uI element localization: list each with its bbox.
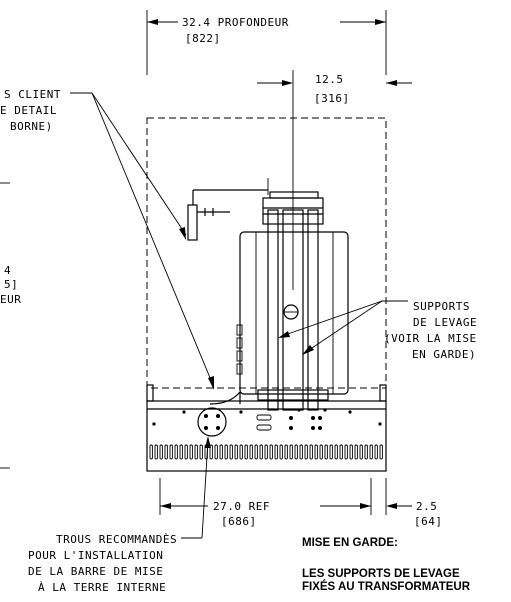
warning-note: MISE EN GARDE: LES SUPPORTS DE LEVAGE FI…	[302, 537, 471, 593]
vent-slot	[244, 444, 248, 460]
vent-slot	[349, 444, 353, 460]
vent-slot	[174, 444, 178, 460]
vent-slot	[329, 444, 333, 460]
vent-slot	[334, 444, 338, 460]
depth-dimension: 32.4 PROFONDEUR [822]	[146, 10, 387, 75]
center-offset-mm: [316]	[314, 92, 350, 105]
vent-slot	[224, 444, 228, 460]
base-width-dimension: 27.0 REF [686]	[159, 478, 372, 528]
vent-slot	[324, 444, 328, 460]
vent-slot	[234, 444, 238, 460]
vent-slot	[184, 444, 188, 460]
vent-slot	[259, 444, 263, 460]
depth-mm: [822]	[185, 32, 221, 45]
ground-holes-line-3: DE LA BARRE DE MISE	[28, 565, 163, 578]
lifting-line-1: SUPPORTS	[413, 300, 470, 313]
vent-slot	[194, 444, 198, 460]
vent-slot	[354, 444, 358, 460]
client-terminal-line-3: BORNE)	[10, 120, 53, 133]
enclosure-outline	[146, 117, 387, 389]
vent-slot	[309, 444, 313, 460]
vent-slot	[359, 444, 363, 460]
vent-slot	[249, 444, 253, 460]
center-offset-label: 12.5	[315, 73, 344, 86]
vent-slot	[214, 444, 218, 460]
vent-slot	[199, 444, 203, 460]
ground-holes-line-1: TROUS RECOMMANDÈS	[56, 533, 177, 546]
vent-slot	[364, 444, 368, 460]
warning-line-1: LES SUPPORTS DE LEVAGE	[302, 568, 460, 580]
vent-slot	[374, 444, 378, 460]
vent-slot	[289, 444, 293, 460]
client-terminal-callout: S CLIENT E DETAIL BORNE)	[0, 88, 214, 390]
vent-slot	[264, 444, 268, 460]
vent-slot	[159, 444, 163, 460]
edge-offset-mm: [64]	[414, 515, 443, 528]
depth-label: 32.4 PROFONDEUR	[182, 16, 289, 29]
transformer-base	[146, 384, 387, 472]
left-partial-3: EUR	[0, 293, 21, 306]
ground-hole-plate	[197, 407, 227, 437]
vent-slot	[229, 444, 233, 460]
vent-slot	[274, 444, 278, 460]
edge-offset-label: 2.5	[416, 500, 437, 513]
vent-slot	[154, 444, 158, 460]
warning-line-2: FIXÉS AU TRANSFORMATEUR	[302, 580, 471, 593]
base-width-mm: [686]	[221, 515, 257, 528]
vent-slot	[319, 444, 323, 460]
client-terminal-line-2: E DETAIL	[0, 104, 57, 117]
left-partial-1: 4	[4, 264, 11, 277]
lifting-supports-callout: SUPPORTS DE LEVAGE (VOIR LA MISE EN GARD…	[278, 300, 477, 361]
vent-slot	[149, 444, 153, 460]
base-width-label: 27.0 REF	[213, 500, 270, 513]
vent-slot	[379, 444, 383, 460]
lifting-line-2: DE LEVAGE	[413, 316, 477, 329]
vent-slot	[254, 444, 258, 460]
vent-slot	[369, 444, 373, 460]
base-frame	[146, 400, 387, 472]
vent-slot	[189, 444, 193, 460]
vent-slot	[219, 444, 223, 460]
left-partial-2: 5]	[4, 278, 18, 291]
edge-offset-dimension: 2.5 [64]	[385, 478, 443, 528]
terminal-bracket	[187, 204, 198, 241]
vent-slot	[284, 444, 288, 460]
client-terminal-line-1: S CLIENT	[4, 88, 61, 101]
vent-slot	[179, 444, 183, 460]
ground-holes-callout: TROUS RECOMMANDÈS POUR L'INSTALLATION DE…	[28, 436, 211, 594]
vent-slot	[164, 444, 168, 460]
left-partial-labels: 4 5] EUR	[0, 182, 21, 469]
ground-holes-line-4: À LA TERRE INTERNE	[38, 581, 166, 594]
vent-slot	[239, 444, 243, 460]
vent-slot	[269, 444, 273, 460]
vent-slot	[294, 444, 298, 460]
transformer-body	[187, 178, 349, 411]
warning-heading: MISE EN GARDE:	[302, 537, 398, 549]
vent-slot	[299, 444, 303, 460]
center-offset-dimension: 12.5 [316]	[257, 70, 412, 290]
vent-slot	[169, 444, 173, 460]
vent-slot	[344, 444, 348, 460]
vent-slot	[314, 444, 318, 460]
lifting-line-3: (VOIR LA MISE	[384, 332, 477, 345]
ventilation-slots	[149, 444, 383, 460]
lifting-line-4: EN GARDE)	[412, 348, 476, 361]
ground-holes-line-2: POUR L'INSTALLATION	[28, 549, 163, 562]
vent-slot	[339, 444, 343, 460]
vent-slot	[304, 444, 308, 460]
vent-slot	[279, 444, 283, 460]
vent-slot	[209, 444, 213, 460]
